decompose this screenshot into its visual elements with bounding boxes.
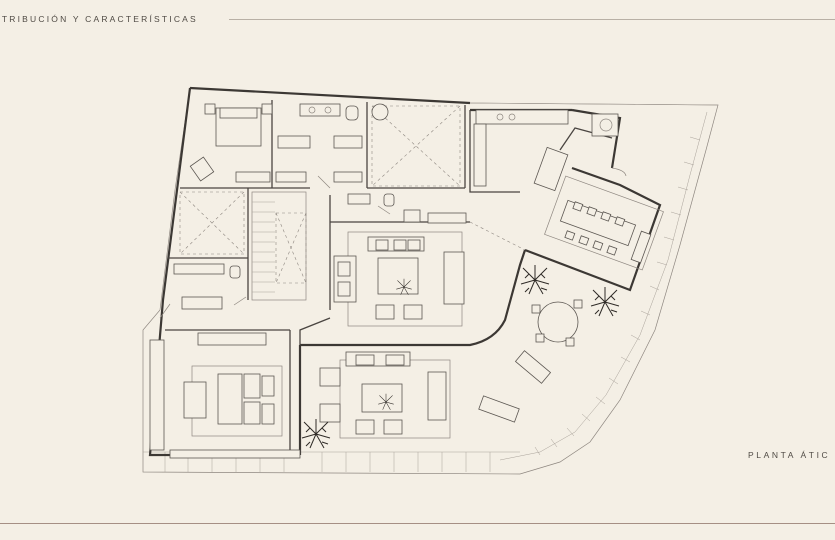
interior-walls	[165, 100, 613, 455]
bottom-divider	[0, 523, 835, 524]
planters	[301, 265, 620, 449]
terrace-furniture	[478, 299, 583, 423]
lower-living-area	[319, 351, 451, 439]
bathroom-fixtures	[173, 103, 467, 310]
staircase	[251, 191, 307, 301]
floor-label: PLANTA ÁTIC	[748, 450, 831, 460]
skylight-voids	[179, 105, 461, 284]
title-divider	[229, 19, 835, 20]
kitchen	[473, 109, 619, 192]
bedroom-furniture	[189, 103, 307, 183]
page-title: STRIBUCIÓN Y CARACTERÍSTICAS	[0, 14, 198, 24]
dining-area	[544, 175, 664, 271]
door-swings	[159, 167, 627, 319]
terrace-outline	[142, 87, 719, 475]
tv-room	[149, 332, 301, 459]
upper-living-area	[333, 231, 465, 327]
